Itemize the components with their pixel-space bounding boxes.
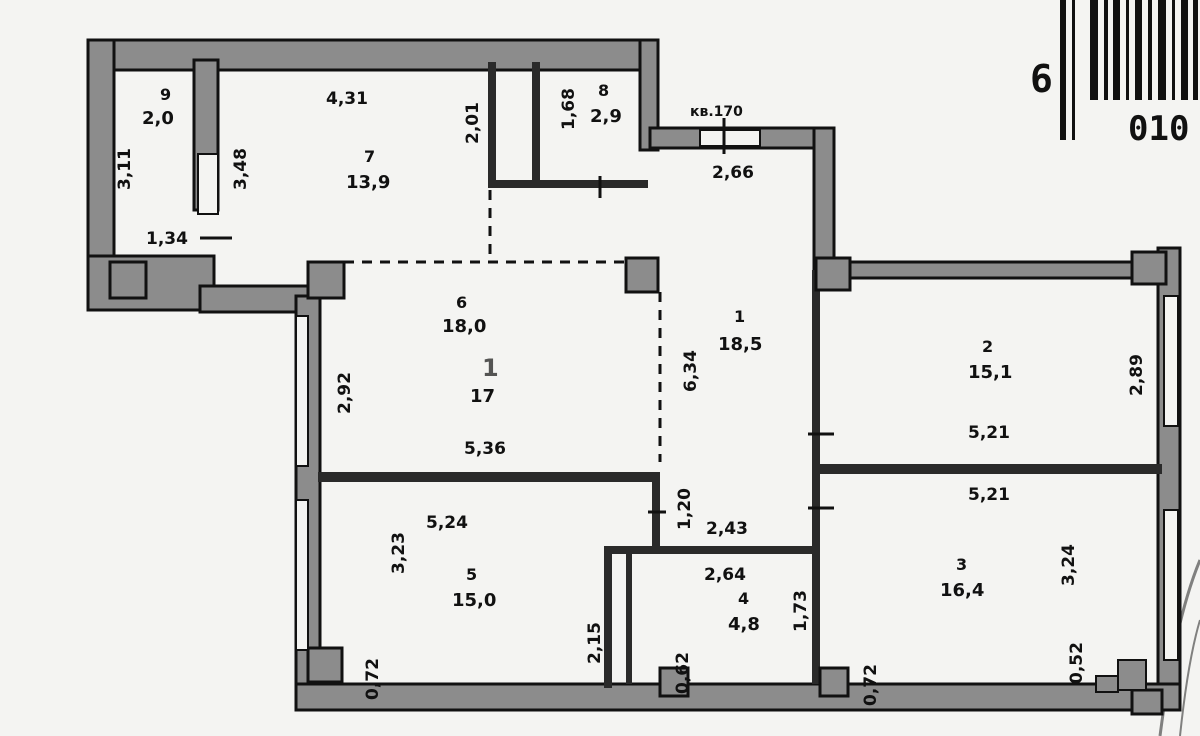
room-number: 3 bbox=[956, 555, 967, 574]
room-1: 1 18,5 bbox=[718, 307, 762, 355]
dim-label: 2,15 bbox=[585, 622, 605, 664]
columns bbox=[108, 250, 1168, 716]
dim-label: 1,20 bbox=[675, 488, 695, 530]
room-area: 18,0 bbox=[442, 316, 486, 337]
room-6: 6 18,0 bbox=[442, 293, 486, 337]
faded-mark-2: 17 bbox=[470, 386, 495, 407]
dim-label: 5,21 bbox=[968, 485, 1010, 505]
room-area: 13,9 bbox=[346, 172, 390, 193]
room-number: 1 bbox=[734, 307, 745, 326]
room-number: 8 bbox=[598, 81, 609, 100]
barcode-left-number: 6 bbox=[1030, 57, 1053, 101]
room-number: 2 bbox=[982, 337, 993, 356]
room-area: 15,0 bbox=[452, 590, 496, 611]
room-number: 4 bbox=[738, 589, 749, 608]
dim-label: 2,43 bbox=[706, 519, 748, 539]
dim-label: 3,11 bbox=[115, 148, 135, 190]
room-3: 3 16,4 bbox=[940, 555, 984, 601]
dim-label: 1,68 bbox=[559, 88, 579, 130]
barcode-bottom-number: 010 bbox=[1128, 109, 1189, 149]
dim-label: 1,34 bbox=[146, 229, 188, 249]
room-area: 18,5 bbox=[718, 334, 762, 355]
room-4: 4 4,8 bbox=[728, 589, 760, 635]
stair-notch bbox=[1095, 659, 1147, 693]
dim-label: 1,73 bbox=[791, 590, 811, 632]
dim-label: 2,92 bbox=[335, 372, 355, 414]
room-area: 2,0 bbox=[142, 108, 174, 129]
dim-label: 2,01 bbox=[463, 102, 483, 144]
dim-label: 3,48 bbox=[231, 148, 251, 190]
dim-label: 5,21 bbox=[968, 423, 1010, 443]
dim-label: 5,24 bbox=[426, 513, 468, 533]
room-5: 5 15,0 bbox=[452, 565, 496, 611]
apartment-note: кв.170 bbox=[690, 104, 743, 120]
faded-mark-3: 6,34 bbox=[681, 350, 701, 392]
room-2: 2 15,1 bbox=[968, 337, 1012, 383]
room-7: 7 13,9 bbox=[346, 147, 390, 193]
dim-label: 2,66 bbox=[712, 163, 754, 183]
dim-label: 3,23 bbox=[389, 532, 409, 574]
room-area: 4,8 bbox=[728, 614, 760, 635]
room-number: 7 bbox=[364, 147, 375, 166]
dim-label: 4,31 bbox=[326, 89, 368, 109]
room-number: 6 bbox=[456, 293, 467, 312]
zone-boundaries bbox=[344, 190, 662, 462]
dim-label: 2,64 bbox=[704, 565, 746, 585]
room-area: 16,4 bbox=[940, 580, 984, 601]
room-area: 15,1 bbox=[968, 362, 1012, 383]
faded-mark-1: 1 bbox=[482, 354, 499, 382]
dim-label: 0,62 bbox=[673, 652, 693, 694]
room-area: 2,9 bbox=[590, 106, 622, 127]
dimension-labels: 4,31 1,34 2,66 5,36 5,21 5,21 5,24 2,43 … bbox=[115, 88, 1147, 706]
room-number: 5 bbox=[466, 565, 477, 584]
dim-label: 0,72 bbox=[861, 664, 881, 706]
windows bbox=[197, 129, 1179, 661]
door-marks bbox=[200, 118, 834, 514]
dim-label: 0,72 bbox=[363, 658, 383, 700]
room-number: 9 bbox=[160, 85, 171, 104]
barcode bbox=[1060, 0, 1198, 140]
room-8: 8 2,9 bbox=[590, 81, 622, 127]
dim-label: 0,52 bbox=[1067, 642, 1087, 684]
dim-label: 2,89 bbox=[1127, 354, 1147, 396]
dim-label: 5,36 bbox=[464, 439, 506, 459]
dim-label: 3,24 bbox=[1059, 544, 1079, 586]
room-9: 9 2,0 bbox=[142, 85, 174, 129]
